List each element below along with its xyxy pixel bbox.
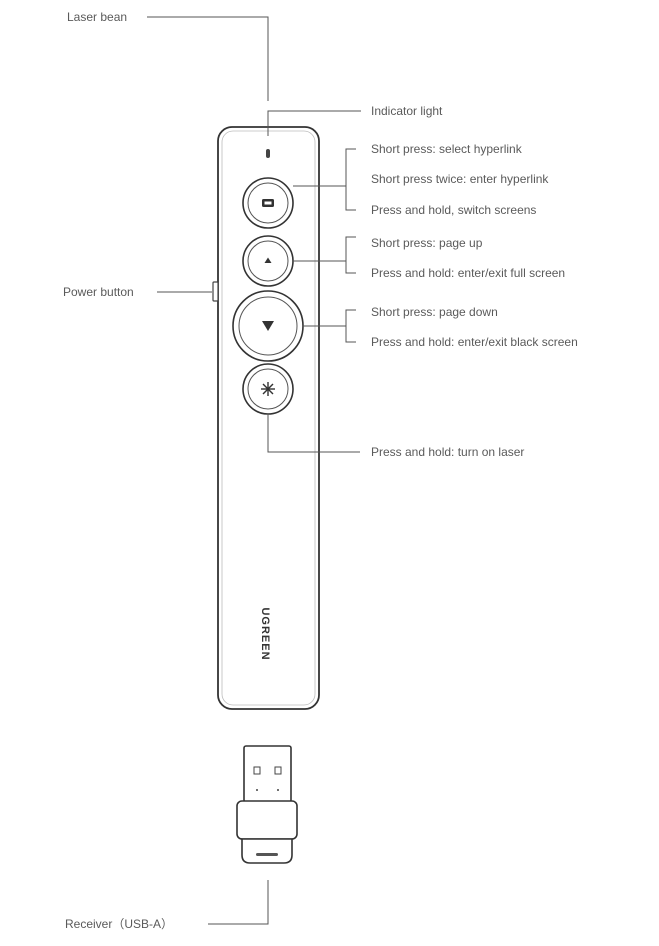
- page-up-triangle-icon: [264, 257, 272, 263]
- receiver-label: Receiver（USB-A）: [65, 917, 173, 931]
- usb-cap: [241, 838, 293, 864]
- hyperlink-function-2: Short press twice: enter hyperlink: [371, 172, 549, 186]
- laser-beam-label: Laser bean: [67, 10, 127, 24]
- page-down-function-1: Short press: page down: [371, 305, 498, 319]
- laser-star-icon: [261, 382, 275, 396]
- presenter-device: UGREEN: [212, 126, 320, 710]
- hyperlink-function-3: Press and hold, switch screens: [371, 203, 536, 217]
- laser-button[interactable]: [242, 363, 294, 415]
- hyperlink-button[interactable]: [242, 177, 294, 229]
- usb-body: [236, 800, 298, 840]
- page-down-button[interactable]: [232, 290, 304, 362]
- power-switch[interactable]: [212, 281, 219, 302]
- indicator-light: [266, 149, 270, 158]
- indicator-light-label: Indicator light: [371, 104, 443, 118]
- laser-function-1: Press and hold: turn on laser: [371, 445, 524, 459]
- usb-plug: [243, 745, 292, 803]
- usb-receiver: [236, 745, 298, 864]
- callout-lines: [147, 16, 361, 925]
- page-down-triangle-icon: [262, 321, 274, 331]
- power-button-label: Power button: [63, 285, 134, 299]
- page-down-function-2: Press and hold: enter/exit black screen: [371, 335, 578, 349]
- brand-logo: UGREEN: [259, 607, 271, 660]
- callout-labels: Laser bean Indicator light Short press: …: [63, 10, 578, 931]
- page-up-function-2: Press and hold: enter/exit full screen: [371, 266, 565, 280]
- page-up-button[interactable]: [242, 235, 294, 287]
- page-up-function-1: Short press: page up: [371, 236, 483, 250]
- hyperlink-function-1: Short press: select hyperlink: [371, 142, 523, 156]
